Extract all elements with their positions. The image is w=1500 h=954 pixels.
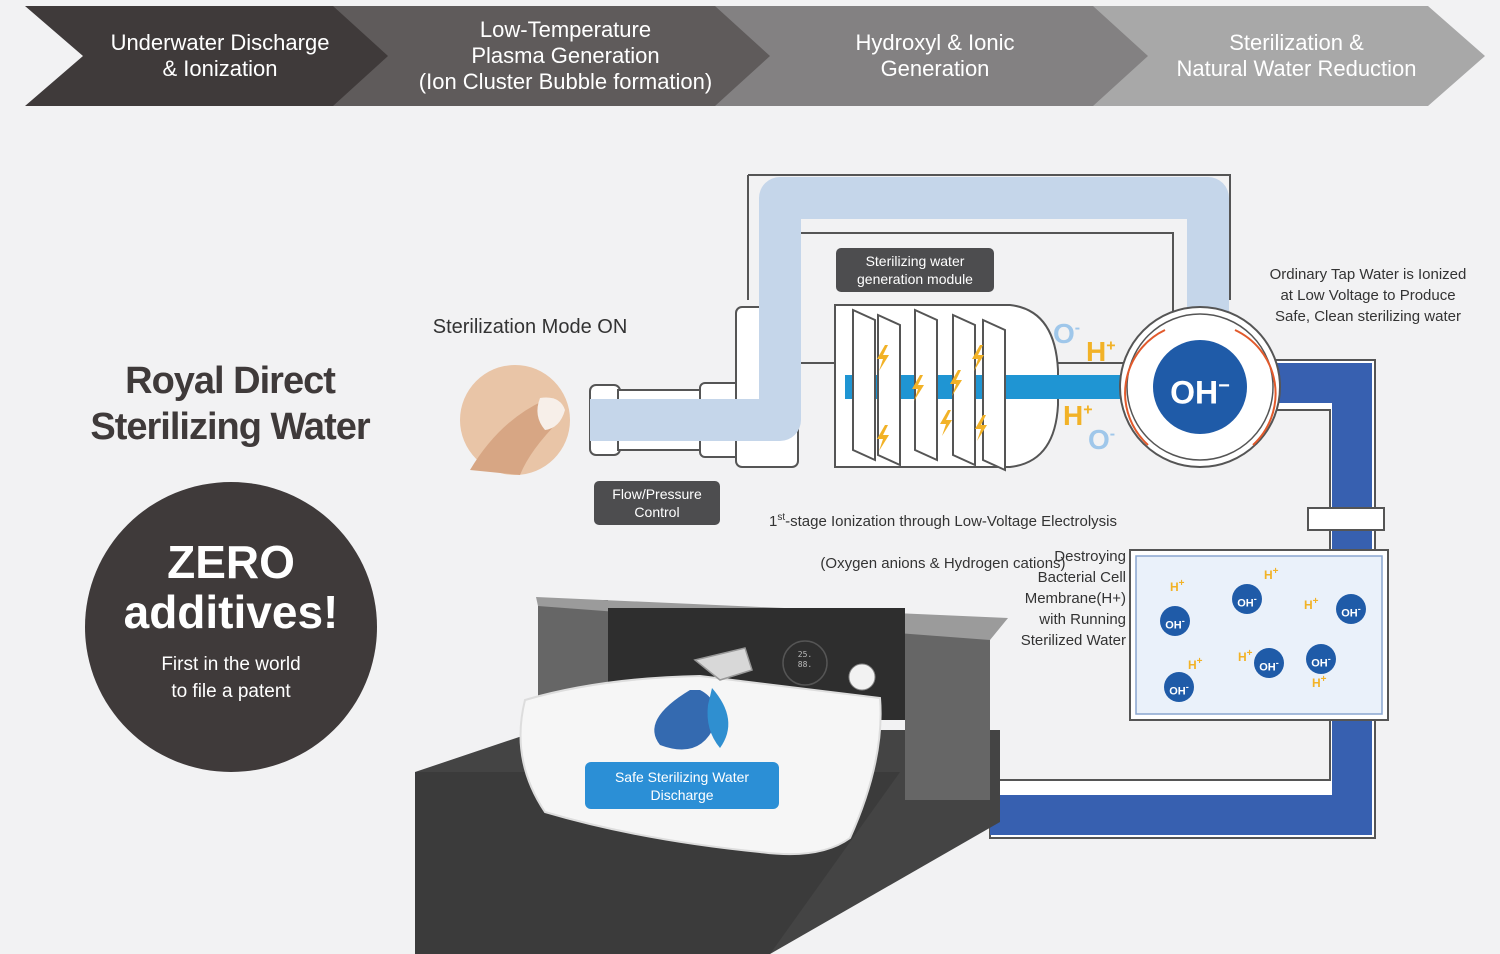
h-particle: H+ xyxy=(1264,566,1279,582)
pipe-coupler xyxy=(1307,507,1385,531)
step-plasma-generation: Low-Temperature Plasma Generation (Ion C… xyxy=(333,6,778,106)
ionization-caption: 1st-stage Ionization through Low-Voltage… xyxy=(730,486,1156,574)
control-knob xyxy=(848,663,876,691)
control-display xyxy=(782,640,828,686)
oh-ion-charge: − xyxy=(1218,375,1230,397)
h-particle: H+ xyxy=(1188,656,1203,672)
step-label: Low-Temperature Plasma Generation (Ion C… xyxy=(418,17,713,94)
ion-h-text: H xyxy=(1086,336,1107,367)
display-top: 25. xyxy=(797,650,813,659)
h-particle: H+ xyxy=(1170,578,1185,594)
display-bottom: 88. xyxy=(797,660,813,669)
flow-arrow-left xyxy=(1124,329,1166,446)
flow-pressure-label: Flow/Pressure Control xyxy=(594,481,720,525)
ionization-line2: (Oxygen anions & Hydrogen cations) xyxy=(820,555,1066,572)
oh-ion-circle xyxy=(1153,340,1247,434)
step-underwater-discharge: Underwater Discharge & Ionization xyxy=(25,6,395,106)
module-label: Sterilizing water generation module xyxy=(836,248,994,292)
discharge-label: Safe Sterilizing Water Discharge xyxy=(585,762,779,809)
ion-o-charge: - xyxy=(1109,425,1116,443)
oh-particle: OH- xyxy=(1160,606,1190,636)
ionization-sup: st xyxy=(777,512,786,523)
tank-particles: OH- OH- OH- OH- OH- OH- H+ H+ H+ H+ H+ H… xyxy=(1136,556,1382,714)
fingernail xyxy=(537,397,565,430)
sterilization-mode-label: Sterilization Mode ON xyxy=(432,316,628,338)
oh-particle: OH- xyxy=(1306,644,1336,674)
ion-o-top: O- xyxy=(1053,318,1080,350)
oh-particle: OH- xyxy=(1232,584,1262,614)
light-blue-pipe xyxy=(590,177,1229,441)
electrode-plates xyxy=(852,308,1006,472)
ion-chamber-inner xyxy=(1126,313,1274,461)
oh-particle: OH- xyxy=(1254,648,1284,678)
faucet xyxy=(693,647,753,681)
lightning-bolts xyxy=(877,345,987,451)
water-stream xyxy=(654,690,716,750)
step-hydroxyl-generation: Hydroxyl & Ionic Generation xyxy=(715,6,1155,106)
badge-subtext: First in the world to file a patent xyxy=(161,654,301,702)
ion-o-text: O xyxy=(1053,318,1075,349)
step-label: Underwater Discharge & Ionization xyxy=(110,30,330,81)
zero-additives-badge: ZERO additives! First in the world to fi… xyxy=(85,482,377,772)
oh-particle: OH- xyxy=(1336,594,1366,624)
ion-o-text: O xyxy=(1088,424,1110,455)
ion-h-text: H xyxy=(1063,400,1084,431)
step-label: Sterilization & Natural Water Reduction xyxy=(1176,30,1417,81)
water-stream-light xyxy=(707,688,729,748)
ionization-rest: -stage Ionization through Low-Voltage El… xyxy=(785,513,1117,530)
h-particle: H+ xyxy=(1312,674,1327,690)
backsplash-right xyxy=(905,630,990,800)
ion-o-bottom: O- xyxy=(1088,424,1115,456)
ion-h-top: H+ xyxy=(1086,336,1116,368)
destroy-note: Destroying Bacterial Cell Membrane(H+) w… xyxy=(1020,548,1126,649)
ionization-prefix: 1 xyxy=(769,513,778,530)
page-title: Royal Direct Sterilizing Water xyxy=(90,360,370,448)
h-particle: H+ xyxy=(1238,648,1253,664)
step-natural-water-reduction: Sterilization & Natural Water Reduction xyxy=(1093,6,1485,106)
flow-arrow-right xyxy=(1234,329,1277,446)
finger-shape xyxy=(470,399,561,475)
badge-headline: ZERO additives! xyxy=(123,536,339,638)
h-particle: H+ xyxy=(1304,596,1319,612)
ion-o-charge: - xyxy=(1074,319,1081,337)
ion-h-bottom: H+ xyxy=(1063,400,1093,432)
ion-h-charge: + xyxy=(1083,401,1093,419)
oh-ion-label: OH− xyxy=(1153,366,1247,413)
tap-water-note: Ordinary Tap Water is Ionized at Low Vol… xyxy=(1269,266,1467,325)
housing-outline xyxy=(747,174,1231,300)
step-label: Hydroxyl & Ionic Generation xyxy=(855,30,1015,81)
display-readout: 25. 88. xyxy=(790,650,820,670)
oh-ion-text: OH xyxy=(1170,374,1219,411)
ion-h-charge: + xyxy=(1106,337,1116,355)
oh-particle: OH- xyxy=(1164,672,1194,702)
